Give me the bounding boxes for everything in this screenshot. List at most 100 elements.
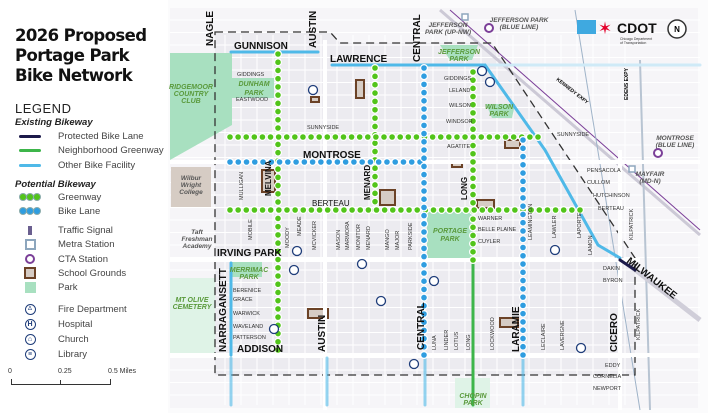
legend-label: Greenway <box>58 191 102 203</box>
minor-street-label: LOCKWOOD <box>490 317 496 350</box>
potential-greenway-dot <box>348 206 357 215</box>
potential-bike-lane-dot <box>420 219 429 228</box>
legend-label: Other Bike Facility <box>58 159 136 171</box>
potential-bike-lane-dot <box>325 158 334 167</box>
street-label-nagle: NAGLE <box>205 11 216 46</box>
potential-bike-lane-dot <box>420 211 429 220</box>
study-area <box>215 32 635 375</box>
potential-greenway-dot <box>404 133 413 142</box>
potential-bike-lane-dot <box>420 104 429 113</box>
potential-bike-lane-dot <box>420 137 429 146</box>
minor-street-label: LAPORTE <box>577 212 583 238</box>
potential-greenway-dot <box>510 206 519 215</box>
minor-street-label: MASON <box>336 230 342 250</box>
potential-greenway-dot <box>234 133 243 142</box>
potential-bikeways <box>226 49 584 360</box>
school <box>379 189 396 206</box>
potential-bike-lane-dot <box>420 170 429 179</box>
street-label-cicero: CICERO <box>609 313 620 352</box>
scale-tick: 0 <box>8 368 12 375</box>
minor-street-label: MCVICKER <box>312 221 318 250</box>
metra-station-icon <box>24 238 36 250</box>
potential-greenway-dot <box>274 165 283 174</box>
legend-panel: 2026 Proposed Portage Park Bike Network … <box>0 0 168 413</box>
potential-greenway-dot <box>445 206 454 215</box>
minor-street-label: DAKIN <box>603 266 620 272</box>
minor-street-label: GIDDINGS <box>444 76 472 82</box>
potential-greenway-dot <box>274 239 283 248</box>
svg-text:✶: ✶ <box>598 19 612 38</box>
potential-greenway-dot <box>371 133 380 142</box>
minor-street-label: LOTUS <box>454 331 460 350</box>
potential-greenway-dot <box>290 133 299 142</box>
street-label-narragansett: NARRAGANSETT <box>218 268 229 352</box>
minor-street-label: LEAMINGTON <box>528 204 534 240</box>
potential-greenway-dot <box>567 206 576 215</box>
potential-greenway-dot <box>535 206 544 215</box>
station-label: (MD-N) <box>639 178 660 185</box>
potential-bike-lane-dot <box>420 162 429 171</box>
school-grounds-icon <box>24 267 36 279</box>
minor-street-label: CORNELIA <box>593 374 621 380</box>
portage-park <box>427 212 473 261</box>
potential-greenway-dot <box>266 133 275 142</box>
church-icon <box>575 342 587 354</box>
potential-bike-lane-dot <box>518 276 527 285</box>
potential-greenway-dot <box>274 49 283 58</box>
potential-bike-lane-dot <box>333 158 342 167</box>
potential-greenway-dot <box>331 133 340 142</box>
park-label: PARK <box>463 400 483 407</box>
potential-bike-lane-dot <box>420 293 429 302</box>
potential-greenway-dot <box>274 214 283 223</box>
potential-bike-lane-dot <box>518 260 527 269</box>
potential-greenway-dot <box>371 114 380 123</box>
potential-bike-lane-dot <box>420 195 429 204</box>
street-label-berteau: BERTEAU <box>312 199 350 208</box>
park-label: PARK <box>440 236 460 243</box>
legend-other-bike-facility: Other Bike Facility <box>15 159 135 171</box>
park-label: CHOPIN <box>459 393 487 400</box>
minor-street-label: LUNA <box>432 335 438 350</box>
potential-bike-lane-dot <box>518 284 527 293</box>
potential-greenway-dot <box>250 133 259 142</box>
potential-bike-lane-dot <box>374 158 383 167</box>
jefferson-park <box>440 45 478 60</box>
potential-greenway-dot <box>364 206 373 215</box>
potential-greenway-dot <box>274 288 283 297</box>
school-label: Academy <box>182 243 212 250</box>
street-label-addison: ADDISON <box>237 344 283 355</box>
potential-greenway-dot <box>380 133 389 142</box>
potential-greenway-dot <box>315 133 324 142</box>
potential-bike-lane-dot <box>518 226 527 235</box>
potential-greenway-dot <box>274 222 283 231</box>
legend-church: ⌂Church <box>15 333 89 345</box>
minor-street-label: BERENICE <box>233 288 261 294</box>
potential-greenway-dot <box>533 133 542 142</box>
school-grounds <box>171 79 521 328</box>
potential-greenway-dot <box>469 190 478 199</box>
potential-bike-lane-dot <box>420 236 429 245</box>
minor-street-label: CULLOM <box>587 180 610 186</box>
title-line: 2026 Proposed <box>15 26 147 45</box>
potential-greenway-dot <box>396 206 405 215</box>
potential-bike-lane-dot <box>518 326 527 335</box>
potential-greenway-dot <box>274 115 283 124</box>
potential-greenway-dot <box>371 105 380 114</box>
potential-bike-lane-dot <box>358 158 367 167</box>
church-icon <box>428 275 440 287</box>
potential-bike-lane-dot <box>420 178 429 187</box>
potential-greenway-dot <box>274 247 283 256</box>
potential-greenway-dot <box>274 280 283 289</box>
church-icon <box>549 244 561 256</box>
potential-greenway-dot <box>274 263 283 272</box>
potential-greenway-dot <box>428 133 437 142</box>
potential-bike-lane-dot <box>420 351 429 360</box>
potential-greenway-dot <box>371 89 380 98</box>
potential-bike-lane-dot <box>399 158 408 167</box>
school <box>355 79 365 99</box>
legend-label: Church <box>58 333 89 345</box>
minor-street-label: MOBILE <box>248 219 254 240</box>
potential-greenway-dot <box>298 133 307 142</box>
church-icon <box>484 76 496 88</box>
potential-bike-lane-dot <box>518 243 527 252</box>
